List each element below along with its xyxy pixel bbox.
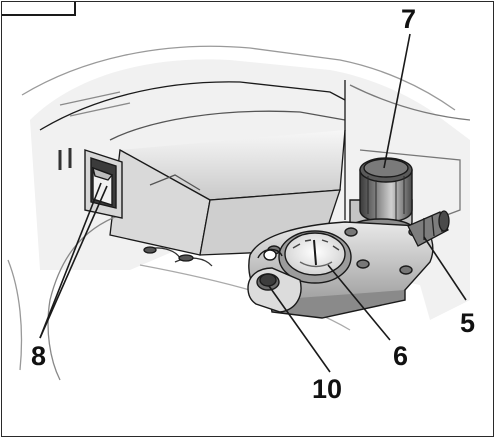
leader-line-8a xyxy=(39,182,102,339)
leader-line-7 xyxy=(383,33,411,169)
corner-tab xyxy=(2,2,76,16)
callout-leader-lines xyxy=(39,33,467,373)
leader-line-6 xyxy=(327,264,391,341)
leader-line-5 xyxy=(423,236,467,301)
callout-label-8: 8 xyxy=(31,341,47,371)
leader-line-8b xyxy=(39,185,108,339)
drain-valve-cap xyxy=(247,248,302,313)
callout-label-6: 6 xyxy=(393,341,409,371)
callout-label-7: 7 xyxy=(401,4,417,34)
callout-label-5: 5 xyxy=(460,308,476,338)
leader-line-10 xyxy=(268,285,331,373)
quick-coupling-fitting xyxy=(407,210,450,247)
callout-label-10: 10 xyxy=(312,374,343,404)
